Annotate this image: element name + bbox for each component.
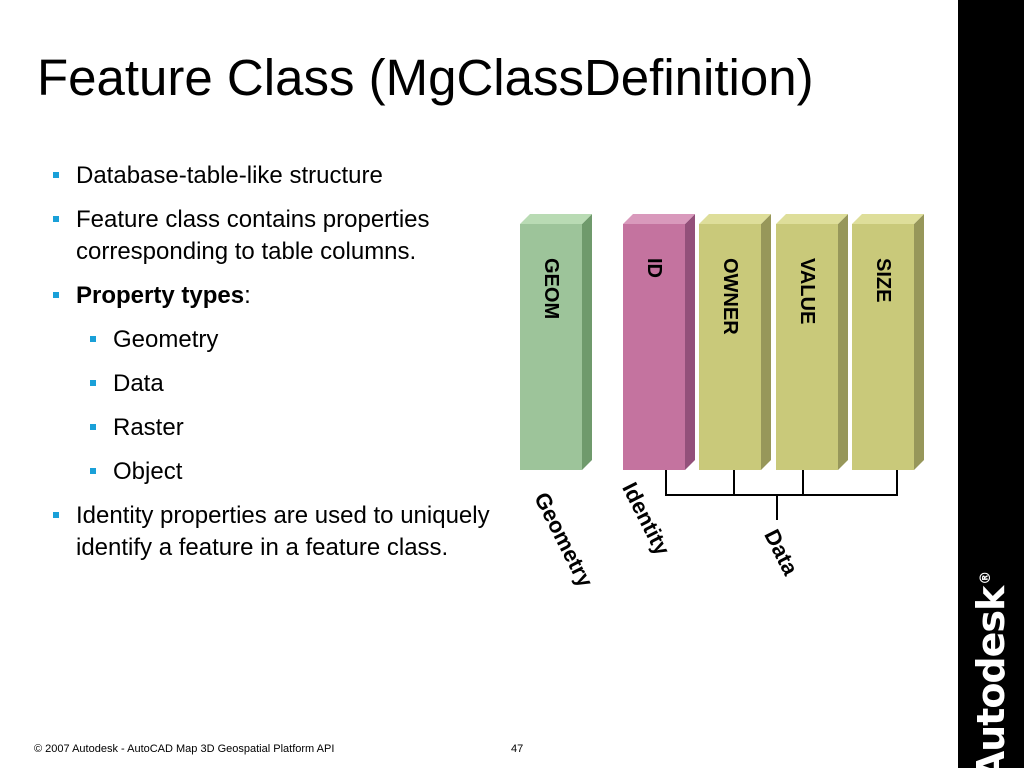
sub-bullet-text: Raster xyxy=(113,414,184,441)
bullet-marker xyxy=(53,172,59,178)
autodesk-logo: Autodesk® xyxy=(969,572,1013,780)
bullet-item: Database-table-like structure xyxy=(52,160,502,192)
column-side xyxy=(838,214,848,470)
sub-bullet-text: Object xyxy=(113,458,183,485)
column-top xyxy=(623,214,695,224)
sub-bullet-item: Raster xyxy=(52,412,502,444)
property-columns: GEOM ID OWNER VALUE SIZE xyxy=(520,214,924,470)
page-number: 47 xyxy=(511,743,524,755)
bullet-item: Feature class contains properties corres… xyxy=(52,204,502,268)
brand-rail: Autodesk® xyxy=(958,0,1024,780)
sub-bullet-text: Data xyxy=(113,370,164,397)
column-side xyxy=(761,214,771,470)
column-side xyxy=(914,214,924,470)
column-top xyxy=(852,214,924,224)
column-label: ID xyxy=(643,258,665,278)
column-face xyxy=(623,224,685,470)
column-side xyxy=(582,214,592,470)
column-label: GEOM xyxy=(540,258,562,319)
column-label: OWNER xyxy=(719,258,741,335)
bullet-text-bold: Property types xyxy=(76,282,245,309)
column-face xyxy=(520,224,582,470)
column-side xyxy=(685,214,695,470)
column-geom: GEOM xyxy=(520,214,592,470)
bullet-marker xyxy=(90,424,96,430)
column-id: ID xyxy=(623,214,695,470)
bullet-list: Database-table-like structure Feature cl… xyxy=(52,160,502,564)
sub-bullet-item: Data xyxy=(52,368,502,400)
data-group-bracket xyxy=(665,470,898,520)
bullet-marker xyxy=(53,512,59,518)
bullet-text: Database-table-like structure xyxy=(76,162,383,189)
column-size: SIZE xyxy=(852,214,924,470)
sub-bullet-text: Geometry xyxy=(113,326,219,353)
sub-bullet-item: Geometry xyxy=(52,324,502,356)
bullet-item: Identity properties are used to uniquely… xyxy=(52,500,502,564)
slide-title: Feature Class (MgClassDefinition) xyxy=(37,49,814,106)
group-label-geometry: Geometry xyxy=(529,488,598,592)
bullet-marker xyxy=(90,336,96,342)
footer-copyright: © 2007 Autodesk - AutoCAD Map 3D Geospat… xyxy=(34,743,335,755)
column-top xyxy=(520,214,592,224)
registered-mark: ® xyxy=(978,571,995,585)
bullet-marker xyxy=(90,468,96,474)
bullet-text: Feature class contains properties corres… xyxy=(76,206,430,265)
column-face xyxy=(776,224,838,470)
sub-bullet-item: Object xyxy=(52,456,502,488)
column-face xyxy=(852,224,914,470)
column-value: VALUE xyxy=(776,214,848,470)
column-top xyxy=(699,214,771,224)
logo-text: Autodesk xyxy=(969,586,1013,780)
column-top xyxy=(776,214,848,224)
column-owner: OWNER xyxy=(699,214,771,470)
bullet-marker xyxy=(90,380,96,386)
group-label-data: Data xyxy=(759,525,803,580)
bullet-marker xyxy=(53,292,59,298)
bullet-text: Identity properties are used to uniquely… xyxy=(76,502,490,561)
column-face xyxy=(699,224,761,470)
bullet-text: : xyxy=(244,282,251,309)
column-label: SIZE xyxy=(872,258,894,302)
column-label: VALUE xyxy=(796,258,818,324)
bullet-marker xyxy=(53,216,59,222)
bullet-item: Property types: xyxy=(52,280,502,312)
